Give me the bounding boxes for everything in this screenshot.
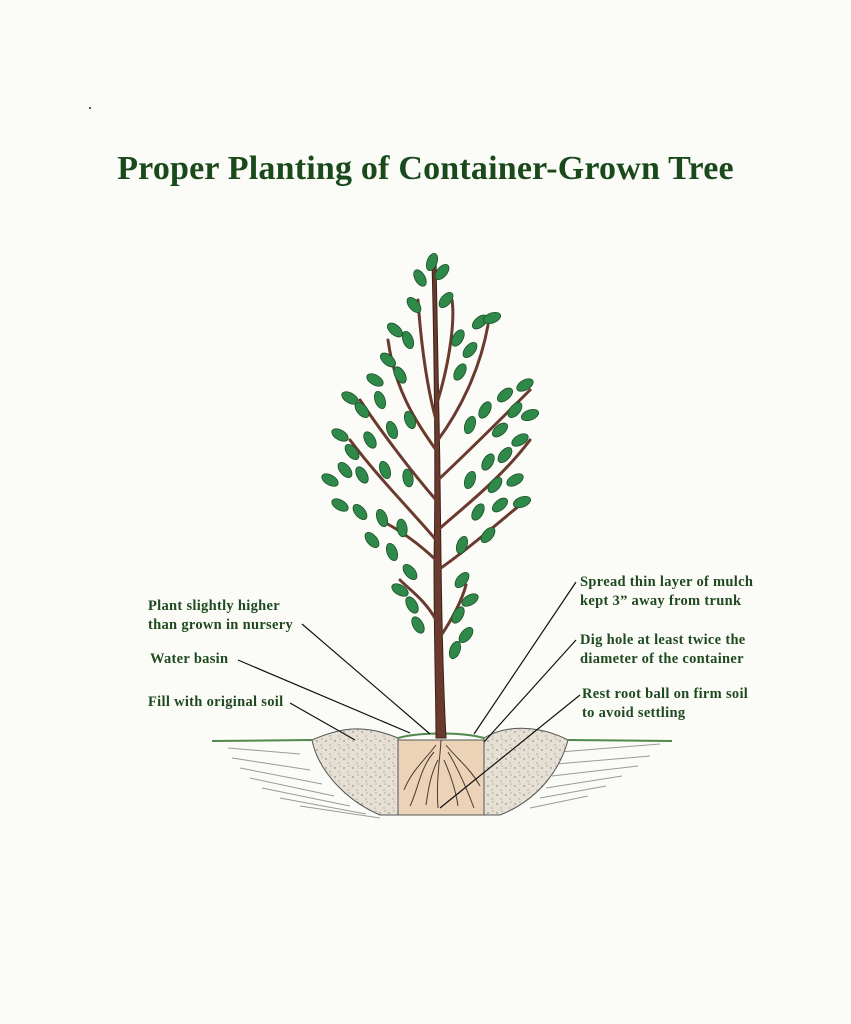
leader-root-ball (439, 694, 581, 809)
leader-lines (237, 581, 581, 809)
label-mulch: Spread thin layer of mulch kept 3” away … (580, 574, 754, 609)
stray-mark (89, 107, 91, 109)
roots (403, 739, 481, 809)
label-root-ball: Rest root ball on firm soil to avoid set… (582, 686, 749, 721)
label-water-basin: Water basin (150, 651, 229, 667)
page-title: Proper Planting of Container-Grown Tree (117, 150, 734, 187)
leader-fill-soil (289, 702, 356, 741)
label-fill-soil: Fill with original soil (148, 694, 284, 710)
leader-plant-higher (301, 623, 431, 735)
ground-hatching (227, 743, 661, 819)
leader-water-basin (237, 659, 411, 734)
tree-leaves (321, 252, 540, 660)
leader-mulch (473, 581, 577, 735)
label-dig-hole: Dig hole at least twice the diameter of … (580, 632, 746, 667)
leader-dig-hole (483, 639, 577, 743)
backfill-soil-right (483, 727, 569, 816)
label-plant-higher: Plant slightly higher than grown in nurs… (148, 598, 294, 633)
backfill-soil (311, 728, 399, 816)
